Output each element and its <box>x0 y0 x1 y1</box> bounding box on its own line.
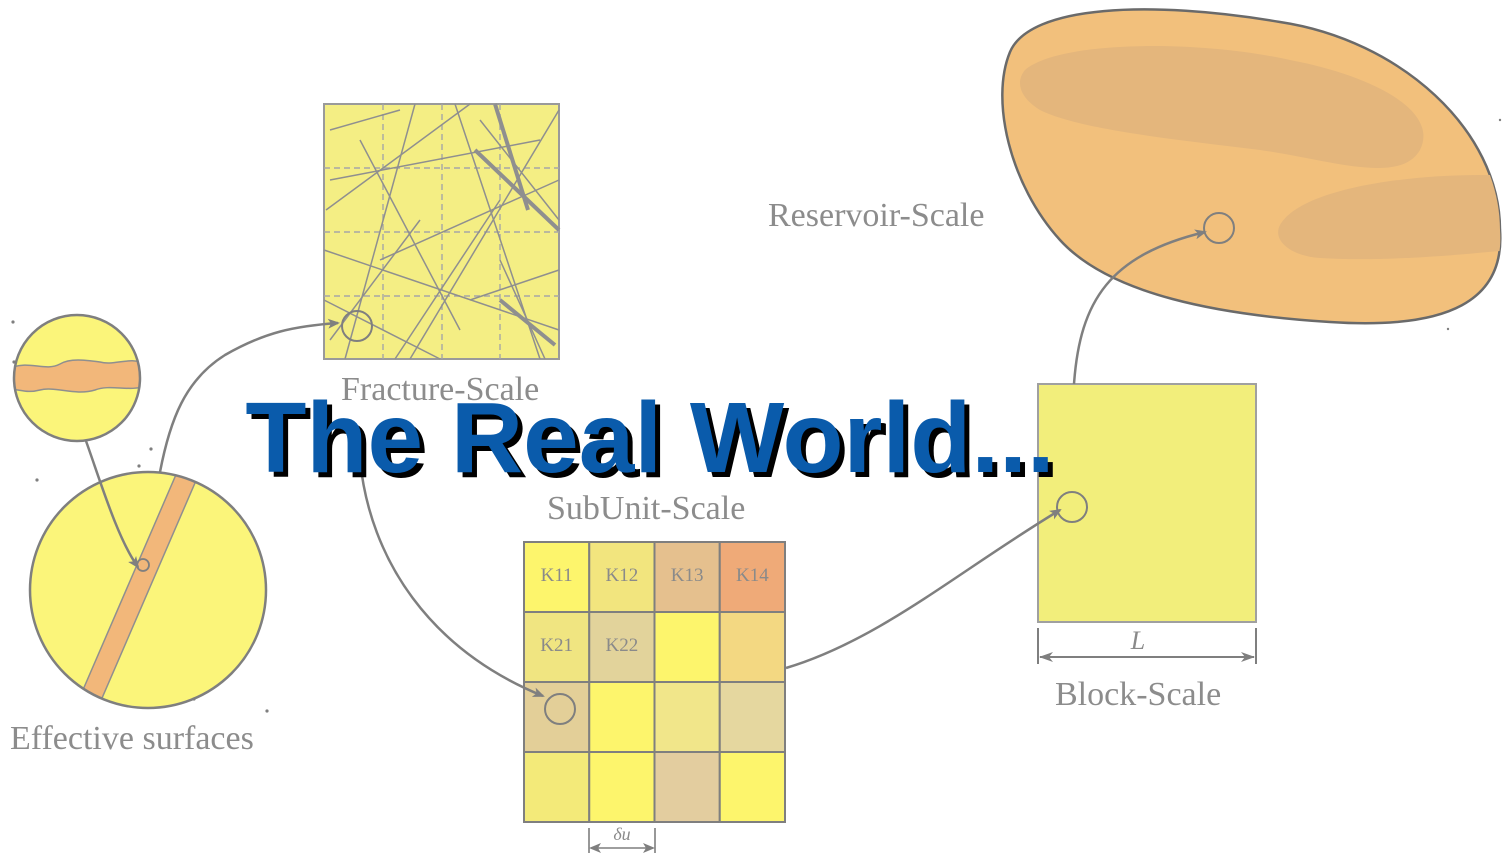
reservoir-sample-circle <box>1203 212 1235 244</box>
fracture-sample-circle <box>341 310 373 342</box>
subunit-cell-label: K12 <box>605 565 639 586</box>
reservoir-blob <box>1001 8 1502 325</box>
subunit-cell <box>523 751 591 823</box>
block-sample-circle <box>1056 491 1088 523</box>
label-effective-surfaces: Effective surfaces <box>10 720 254 757</box>
label-subunit-scale: SubUnit-Scale <box>547 490 746 527</box>
arrow-surfaces-to-fracture <box>158 318 340 473</box>
subunit-cell-label: K14 <box>736 565 769 586</box>
decorative-dots <box>11 118 1502 713</box>
subunit-cell <box>718 611 786 683</box>
arrow-subunit-to-block <box>785 508 1062 670</box>
arrow-small-to-large <box>84 440 140 569</box>
subunit-sample-circle <box>544 693 576 725</box>
subunit-cell-label: K22 <box>605 635 639 656</box>
subunit-cell <box>653 541 721 613</box>
surface-circle-large <box>28 470 268 710</box>
block-dimension-line <box>1037 628 1257 664</box>
subunit-cell <box>653 681 721 753</box>
subunit-cell <box>523 541 591 613</box>
label-subunit-dimension: δu <box>613 824 631 844</box>
label-block-scale: Block-Scale <box>1055 676 1222 713</box>
subunit-cell <box>523 611 591 683</box>
label-block-dimension: L <box>1130 626 1146 655</box>
fracture-square <box>323 103 561 360</box>
subunit-cell <box>718 681 786 753</box>
slide-title: The Real World... <box>245 382 1055 494</box>
label-fracture-scale: Fracture-Scale <box>341 371 540 408</box>
subunit-cell <box>718 751 786 823</box>
subunit-dimension-line <box>588 828 656 853</box>
subunit-cell <box>718 541 786 613</box>
subunit-grid <box>523 541 786 823</box>
arrow-fracture-to-subunit <box>358 459 545 698</box>
subunit-cell <box>653 611 721 683</box>
surface-circle-small <box>12 313 142 443</box>
arrow-block-to-reservoir <box>1072 229 1207 385</box>
subunit-cell-label: K11 <box>540 565 573 586</box>
subunit-cell <box>588 681 656 753</box>
scale-arrows <box>84 229 1207 698</box>
block-square <box>1037 383 1257 623</box>
subunit-cell <box>588 751 656 823</box>
subunit-cell-label: K13 <box>670 565 704 586</box>
subunit-cell-label: K21 <box>540 635 573 656</box>
subunit-cell <box>653 751 721 823</box>
label-reservoir-scale: Reservoir-Scale <box>768 197 985 234</box>
